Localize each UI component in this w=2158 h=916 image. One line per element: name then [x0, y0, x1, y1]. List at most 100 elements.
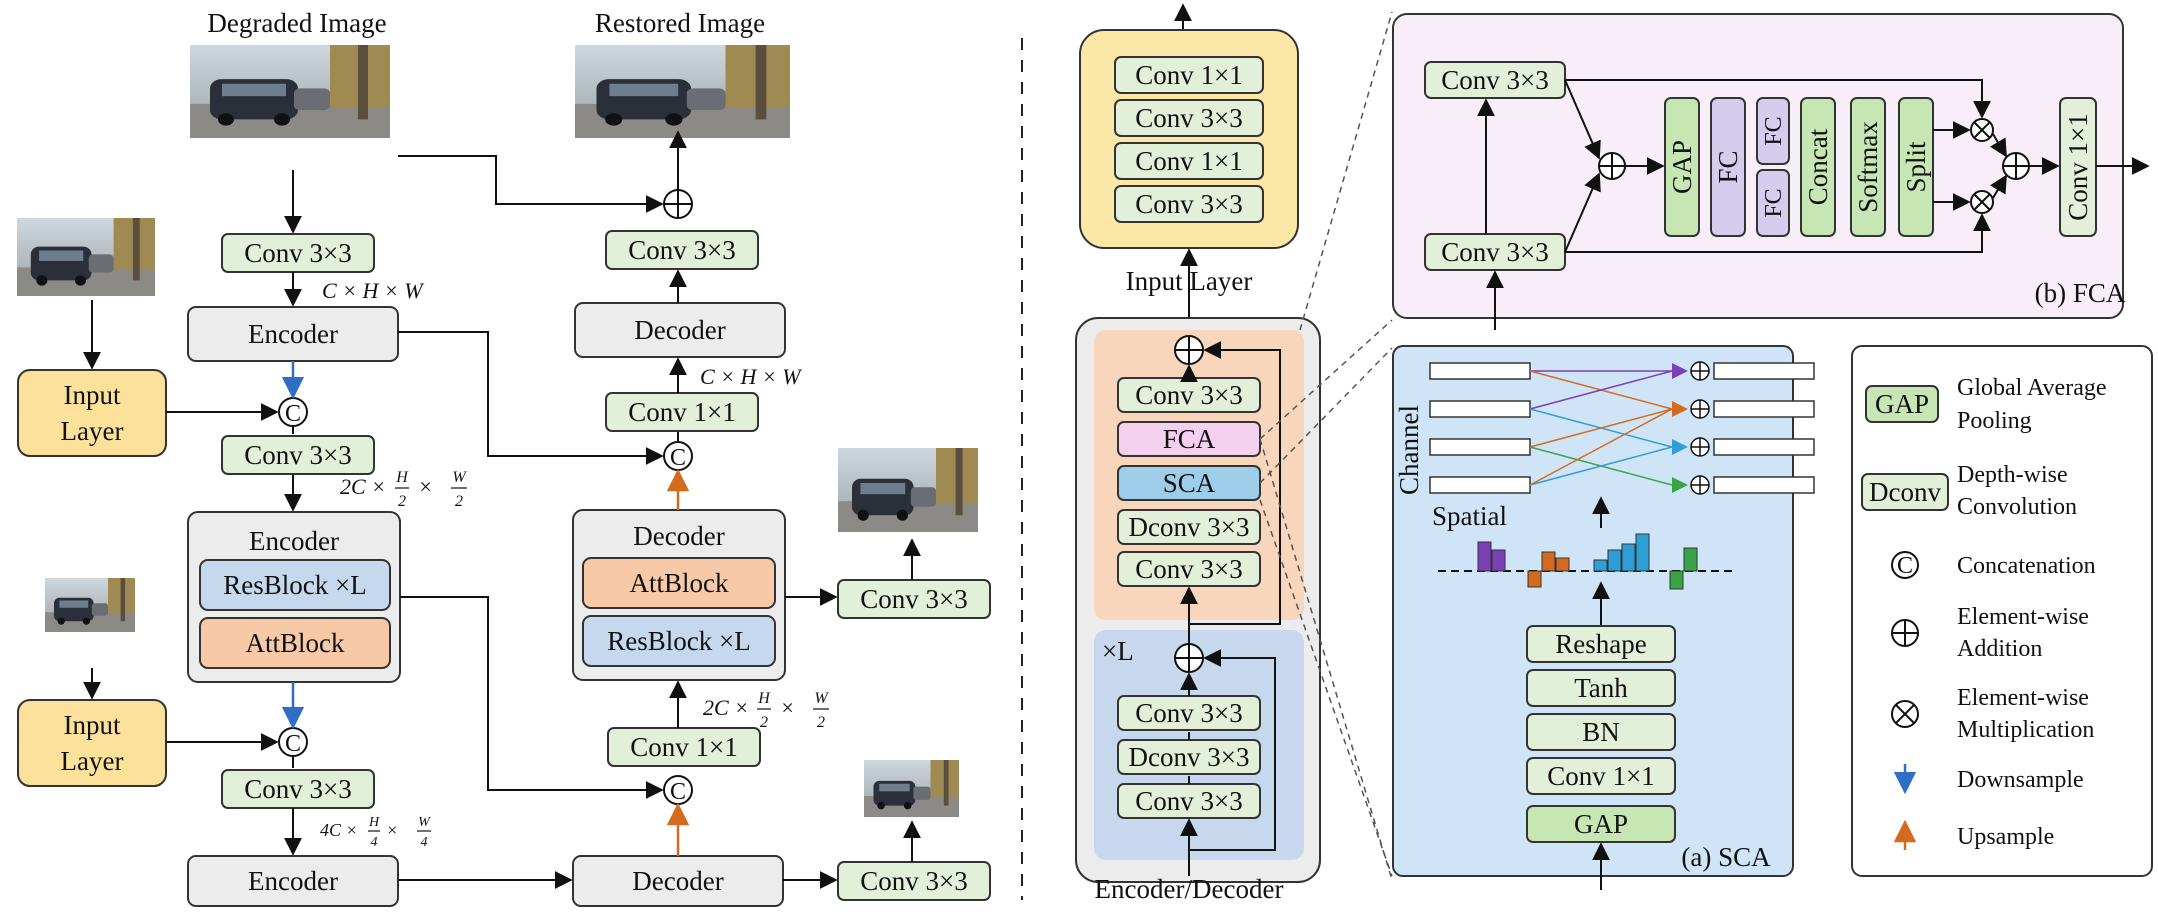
- conv3-label: Conv 3×3: [244, 238, 352, 268]
- concat-symbol: C: [1897, 553, 1913, 579]
- dim-frac: W: [814, 690, 829, 707]
- conv3-label: Conv 3×3: [1135, 189, 1243, 219]
- concat-symbol: C: [285, 401, 301, 427]
- dconv3-block: [1117, 509, 1261, 545]
- conv3-label: Conv 3×3: [1135, 698, 1243, 728]
- dim-frac: 4: [371, 835, 378, 850]
- dim-prefix: 2C ×: [703, 695, 749, 720]
- legend-dconv-text: Convolution: [1957, 494, 2077, 520]
- conv1-block: [1114, 142, 1264, 180]
- output-image-half: [838, 448, 978, 532]
- block-detail-panel: Conv 1×1 Conv 3×3 Conv 1×1 Conv 3×3 Inpu…: [1075, 3, 1393, 904]
- conv3-block: [605, 230, 759, 270]
- channel-label: Channel: [1394, 405, 1424, 495]
- fca-panel: Conv 3×3 Conv 3×3 GAP FC FC FC Concat So…: [1392, 13, 2150, 330]
- dim-label: C × H × W: [700, 364, 802, 389]
- conv3-block: [837, 861, 991, 901]
- concat-block: [1800, 97, 1836, 237]
- sca-panel: Channel Spatial: [1392, 345, 1815, 890]
- fc-label: FC: [1761, 116, 1787, 145]
- conv1-label: Conv 1×1: [1135, 146, 1243, 176]
- spatial-label: Spatial: [1432, 501, 1507, 531]
- encoder-label: Encoder: [248, 866, 338, 896]
- conv3-block: [221, 435, 375, 475]
- conv3-label: Conv 3×3: [1441, 237, 1549, 267]
- gap-block: [1664, 97, 1700, 237]
- dim-frac: 2: [398, 493, 406, 510]
- split-label: Split: [1901, 141, 1931, 193]
- times-l-label: ×L: [1102, 636, 1134, 666]
- tanh-block: [1526, 669, 1676, 707]
- concat-label: Concat: [1803, 128, 1833, 205]
- legend-gap-swatch: [1865, 385, 1939, 423]
- conv1-block: [1114, 56, 1264, 94]
- fca-caption: (b) FCA: [2035, 278, 2126, 308]
- legend-concat-icon: [1891, 551, 1919, 579]
- encoder-label: Encoder: [248, 319, 338, 349]
- gap-label: GAP: [1574, 809, 1628, 839]
- decoder-label: Decoder: [634, 315, 725, 345]
- fc-block: [1756, 169, 1790, 237]
- spatial-bars: [1438, 533, 1735, 590]
- conv1-block: [607, 727, 761, 767]
- legend: GAP Global Average Pooling Dconv Depth-w…: [1851, 345, 2153, 877]
- encoder-label: Encoder: [249, 526, 339, 556]
- dim-prefix: 4C ×: [320, 820, 358, 840]
- dim-label: C × H × W: [322, 278, 424, 303]
- degraded-image-label: Degraded Image: [207, 8, 386, 38]
- input-image-half: [17, 218, 155, 296]
- legend-gap-text: Global Average: [1957, 375, 2107, 401]
- sca-label: SCA: [1163, 468, 1216, 498]
- fc-label: FC: [1761, 188, 1787, 217]
- softmax-label: Softmax: [1853, 121, 1883, 213]
- legend-dconv-swatch: [1861, 473, 1949, 511]
- legend-gap-text: Pooling: [1957, 408, 2032, 434]
- conv1-label: Conv 1×1: [1547, 761, 1655, 791]
- input-layer-label: Input: [64, 380, 121, 410]
- conv1-block: [605, 392, 759, 432]
- legend-multiply-text: Multiplication: [1957, 717, 2094, 743]
- restored-image-label: Restored Image: [595, 8, 765, 38]
- fc-block: [1710, 97, 1746, 237]
- attblock: [582, 557, 776, 609]
- concat-symbol: C: [285, 731, 301, 757]
- degraded-image: [190, 45, 390, 138]
- overview-arrows: [83, 130, 921, 889]
- conv3-label: Conv 3×3: [628, 235, 736, 265]
- dim-frac: H: [757, 690, 771, 707]
- dim-frac: H: [395, 469, 409, 486]
- resblock: [199, 559, 391, 611]
- conv1-label: Conv 1×1: [630, 732, 738, 762]
- dim-frac: W: [452, 469, 467, 486]
- legend-dconv-text: Depth-wise: [1957, 462, 2068, 488]
- legend-gap-tag: GAP: [1875, 389, 1929, 419]
- legend-add-text: Element-wise: [1957, 604, 2089, 630]
- conv1-label: Conv 1×1: [628, 397, 736, 427]
- dim-label-half: 2C × H 2 × W 2: [340, 469, 467, 510]
- dim-label-half: 2C × H 2 × W 2: [703, 690, 829, 731]
- fc-block: [1756, 97, 1790, 165]
- conv3-label: Conv 3×3: [860, 584, 968, 614]
- fc-label: FC: [1713, 150, 1743, 183]
- legend-add-text: Addition: [1957, 636, 2042, 662]
- input-layer-label: Input: [64, 710, 121, 740]
- fca-label: FCA: [1163, 424, 1216, 454]
- dim-times: ×: [780, 695, 795, 720]
- attblock-label: AttBlock: [246, 628, 345, 658]
- dim-frac: 4: [421, 835, 428, 850]
- dconv3-label: Dconv 3×3: [1129, 742, 1250, 772]
- conv3-block: [221, 769, 375, 809]
- conv3-block: [1114, 185, 1264, 223]
- tanh-label: Tanh: [1574, 673, 1628, 703]
- encoder-decoder-title: Encoder/Decoder: [1095, 874, 1284, 904]
- dim-times: ×: [418, 474, 433, 499]
- legend-upsample-text: Upsample: [1957, 824, 2054, 850]
- input-layer-label: Layer: [61, 416, 124, 446]
- conv3-label: Conv 3×3: [1135, 786, 1243, 816]
- sca-caption: (a) SCA: [1681, 842, 1771, 872]
- decoder-block-1: [574, 302, 786, 358]
- concat-symbol: C: [670, 445, 686, 471]
- dim-frac: 2: [817, 714, 825, 731]
- input-layer-label: Layer: [61, 746, 124, 776]
- restored-image: [575, 45, 790, 138]
